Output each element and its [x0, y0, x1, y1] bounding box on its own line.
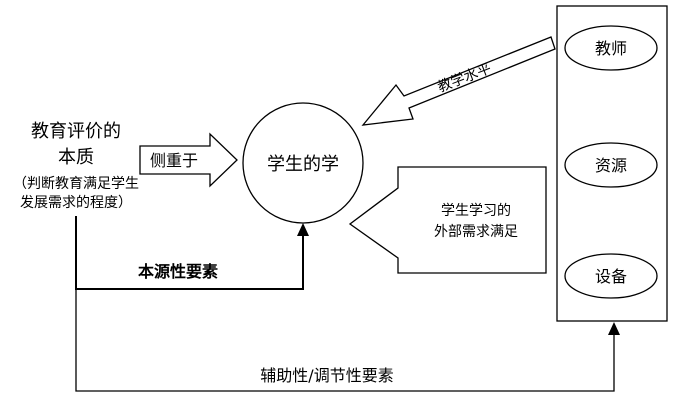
- focus-arrow-label: 侧重于: [150, 151, 198, 170]
- focus-arrow-shape: [139, 132, 238, 188]
- teaching-level-arrow-shape: [361, 36, 556, 126]
- equipment-label: 设备: [595, 267, 627, 286]
- auxiliary-factor-arrowhead: [608, 322, 620, 335]
- external-needs-label-line2: 外部需求满足: [434, 224, 518, 240]
- right-panel-border: [556, 5, 668, 322]
- equipment-ellipse: [564, 253, 658, 299]
- center-circle-label: 学生的学: [267, 154, 339, 175]
- core-factor-connector: 本源性要素: [75, 216, 309, 290]
- core-factor-label: 本源性要素: [138, 262, 218, 281]
- teacher-label: 教师: [595, 39, 627, 58]
- left-note-line1: （判断教育满足学生: [13, 176, 139, 192]
- left-block: 教育评价的 本质 （判断教育满足学生 发展需求的程度）: [13, 121, 139, 211]
- left-note-line2: 发展需求的程度）: [20, 195, 132, 211]
- auxiliary-factor-line: [75, 289, 615, 392]
- focus-arrow: 侧重于: [139, 132, 238, 188]
- resources-label: 资源: [595, 156, 627, 175]
- core-factor-line: [75, 216, 304, 290]
- external-needs-label-line1: 学生学习的: [441, 203, 511, 219]
- external-needs-arrow: 学生学习的 外部需求满足: [348, 166, 547, 274]
- core-factor-arrowhead: [297, 223, 309, 236]
- left-title-line2: 本质: [58, 147, 94, 168]
- left-title-line1: 教育评价的: [31, 121, 121, 142]
- teaching-level-arrow-label: 教学水平: [436, 61, 494, 96]
- teaching-level-arrow: 教学水平: [361, 36, 556, 126]
- teacher-ellipse: [564, 25, 658, 71]
- center-circle: 学生的学: [242, 102, 364, 224]
- resources-ellipse: [564, 142, 658, 188]
- auxiliary-factor-label: 辅助性/调节性要素: [260, 366, 393, 385]
- external-needs-arrow-shape: [348, 166, 547, 274]
- auxiliary-factor-connector: 辅助性/调节性要素: [75, 289, 620, 392]
- right-panel: 教师 资源 设备: [556, 5, 668, 322]
